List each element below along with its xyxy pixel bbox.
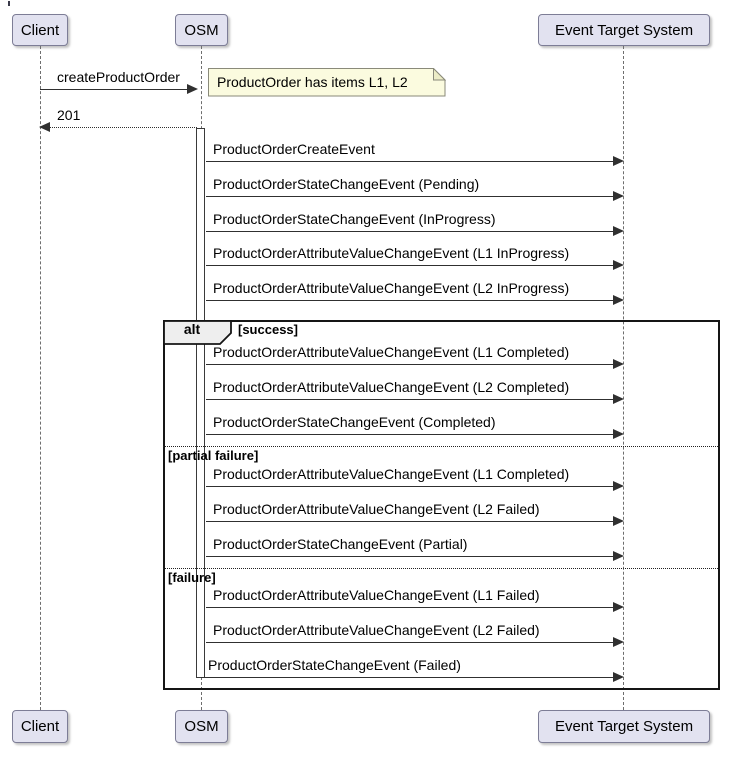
message-event: ProductOrderAttributeValueChangeEvent (L… (206, 587, 624, 612)
guard-failure: [failure] (168, 570, 216, 585)
message-line (206, 434, 617, 435)
message-line (206, 196, 617, 197)
message-event: ProductOrderStateChangeEvent (Failed) (201, 657, 624, 682)
message-event: ProductOrderAttributeValueChangeEvent (L… (206, 622, 624, 647)
alt-operator-tab: alt (163, 320, 233, 345)
alt-operator-shape (163, 320, 232, 345)
arrowhead-right-icon (613, 260, 624, 270)
message-line (206, 364, 617, 365)
participant-osm-bottom: OSM (175, 710, 228, 743)
message-label: ProductOrderStateChangeEvent (InProgress… (213, 211, 496, 227)
message-event: ProductOrderStateChangeEvent (Completed) (206, 414, 624, 439)
arrowhead-right-icon (613, 516, 624, 526)
message-label: ProductOrderStateChangeEvent (Partial) (213, 536, 468, 552)
message-label: ProductOrderAttributeValueChangeEvent (L… (213, 466, 570, 482)
message-label: 201 (57, 107, 81, 123)
arrowhead-right-icon (613, 602, 624, 612)
lifeline-event-target-system (623, 46, 624, 710)
arrowhead-right-icon (613, 637, 624, 647)
note-text: ProductOrder has items L1, L2 (217, 74, 408, 90)
arrowhead-left-icon (39, 122, 50, 132)
participant-event-target-system-bottom: Event Target System (538, 710, 710, 743)
note-shape (208, 67, 447, 97)
arrowhead-right-icon (613, 429, 624, 439)
message-line (201, 677, 617, 678)
participant-event-target-system-top: Event Target System (538, 14, 710, 46)
message-line (206, 521, 617, 522)
message-event: ProductOrderStateChangeEvent (Partial) (206, 536, 624, 561)
guard-success: [success] (238, 322, 298, 337)
message-event: ProductOrderAttributeValueChangeEvent (L… (206, 344, 624, 369)
message-response-201: 201 (39, 107, 197, 132)
guard-partial-failure: [partial failure] (168, 448, 259, 463)
message-line (206, 265, 617, 266)
participant-label: OSM (184, 21, 219, 39)
arrowhead-right-icon (613, 551, 624, 561)
message-label: ProductOrderStateChangeEvent (Pending) (213, 176, 480, 192)
participant-label: Event Target System (554, 21, 694, 39)
message-line-dashed (46, 127, 197, 128)
message-label: ProductOrderAttributeValueChangeEvent (L… (213, 245, 570, 261)
arrowhead-right-icon (613, 672, 624, 682)
message-event: ProductOrderAttributeValueChangeEvent (L… (206, 466, 624, 491)
participant-label: OSM (184, 718, 219, 735)
message-label: ProductOrderStateChangeEvent (Failed) (208, 657, 461, 673)
participant-label: Event Target System (554, 718, 694, 735)
activation-bar-osm (196, 128, 205, 678)
message-label: ProductOrderAttributeValueChangeEvent (L… (213, 344, 570, 360)
participant-osm-top: OSM (175, 14, 228, 46)
message-label: ProductOrderAttributeValueChangeEvent (L… (213, 379, 570, 395)
lifeline-client (40, 46, 41, 710)
message-line (206, 607, 617, 608)
section-divider (163, 446, 720, 447)
message-label: createProductOrder (57, 69, 180, 85)
arrowhead-right-icon (613, 191, 624, 201)
arrowhead-right-icon (613, 359, 624, 369)
section-divider (163, 568, 720, 569)
participant-client-top: Client (12, 14, 68, 46)
alt-operator-label: alt (183, 321, 201, 337)
participant-label: Client (20, 21, 60, 39)
message-label: ProductOrderStateChangeEvent (Completed) (213, 414, 496, 430)
message-label: ProductOrderAttributeValueChangeEvent (L… (213, 622, 540, 638)
message-event: ProductOrderAttributeValueChangeEvent (L… (206, 501, 624, 526)
message-label: ProductOrderAttributeValueChangeEvent (L… (213, 501, 540, 517)
message-line (206, 300, 617, 301)
message-line (206, 161, 617, 162)
message-event: ProductOrderStateChangeEvent (Pending) (206, 176, 624, 201)
message-label: ProductOrderAttributeValueChangeEvent (L… (213, 280, 570, 296)
arrowhead-right-icon (613, 226, 624, 236)
message-line (206, 486, 617, 487)
arrowhead-right-icon (613, 156, 624, 166)
note-product-order: ProductOrder has items L1, L2 (208, 67, 447, 97)
message-event: ProductOrderStateChangeEvent (InProgress… (206, 211, 624, 236)
arrowhead-right-icon (187, 84, 198, 94)
stray-tick-mark (8, 1, 10, 6)
message-event: ProductOrderAttributeValueChangeEvent (L… (206, 280, 624, 305)
message-event: ProductOrderAttributeValueChangeEvent (L… (206, 245, 624, 270)
message-label: ProductOrderCreateEvent (213, 141, 375, 157)
arrowhead-right-icon (613, 481, 624, 491)
arrowhead-right-icon (613, 295, 624, 305)
participant-label: Client (20, 718, 60, 735)
participant-client-bottom: Client (12, 710, 68, 743)
message-line (206, 556, 617, 557)
message-line (206, 231, 617, 232)
message-label: ProductOrderAttributeValueChangeEvent (L… (213, 587, 540, 603)
message-event: ProductOrderCreateEvent (206, 141, 624, 166)
message-create-product-order: createProductOrder (40, 69, 198, 94)
message-line (206, 399, 617, 400)
message-line (206, 642, 617, 643)
message-event: ProductOrderAttributeValueChangeEvent (L… (206, 379, 624, 404)
arrowhead-right-icon (613, 394, 624, 404)
alt-frame: alt (163, 320, 720, 690)
message-line (40, 89, 191, 90)
